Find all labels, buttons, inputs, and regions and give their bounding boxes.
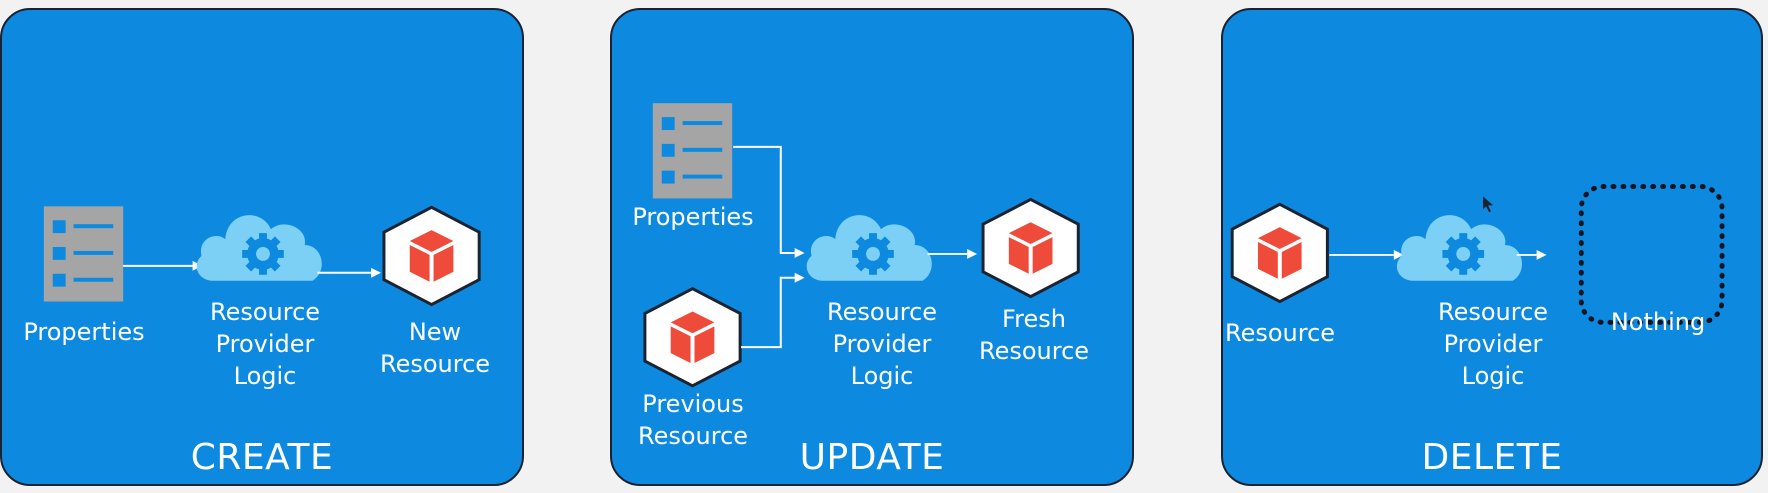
panel-title: UPDATE — [799, 437, 945, 478]
panel-title: DELETE — [1421, 437, 1563, 478]
create-panel: Properties Resource Provider Logic New R… — [0, 8, 524, 486]
nothing-label: Nothing — [1610, 308, 1706, 336]
arrow — [927, 248, 978, 259]
arrow — [733, 145, 805, 258]
cloud-gear-icon — [1396, 215, 1523, 281]
cube-icon — [981, 197, 1080, 299]
cube-icon — [1230, 202, 1329, 304]
properties-label: Properties — [632, 203, 754, 231]
create-diagram — [43, 205, 481, 307]
update-panel: Properties Previous Resource Resource Pr… — [610, 8, 1134, 486]
cloud-gear-icon — [806, 215, 932, 281]
properties-icon — [43, 206, 124, 302]
cube-icon — [643, 286, 742, 388]
logic-label: Resource Provider Logic — [209, 298, 321, 390]
previous-resource-label: Previous Resource — [637, 390, 749, 450]
logic-label: Resource Provider Logic — [826, 298, 938, 390]
update-diagram — [643, 103, 1080, 388]
output-label: Fresh Resource — [978, 305, 1090, 365]
logic-label: Resource Provider Logic — [1437, 298, 1549, 390]
cloud-gear-icon — [196, 215, 322, 281]
cursor-icon — [1483, 196, 1493, 213]
arrow — [741, 272, 805, 349]
cube-icon — [382, 205, 481, 307]
arrow — [317, 267, 381, 278]
delete-panel: Resource Resource Provider Logic Nothing… — [1221, 8, 1763, 486]
delete-diagram — [1230, 184, 1725, 325]
properties-label: Properties — [23, 318, 145, 346]
arrow — [1516, 249, 1547, 260]
output-label: New Resource — [379, 318, 491, 378]
resource-label: Resource — [1224, 319, 1336, 347]
panel-title: CREATE — [190, 437, 334, 478]
arrow — [1329, 249, 1404, 260]
arrow — [123, 260, 203, 271]
dotted-placeholder — [1578, 184, 1725, 325]
properties-icon — [652, 103, 733, 199]
